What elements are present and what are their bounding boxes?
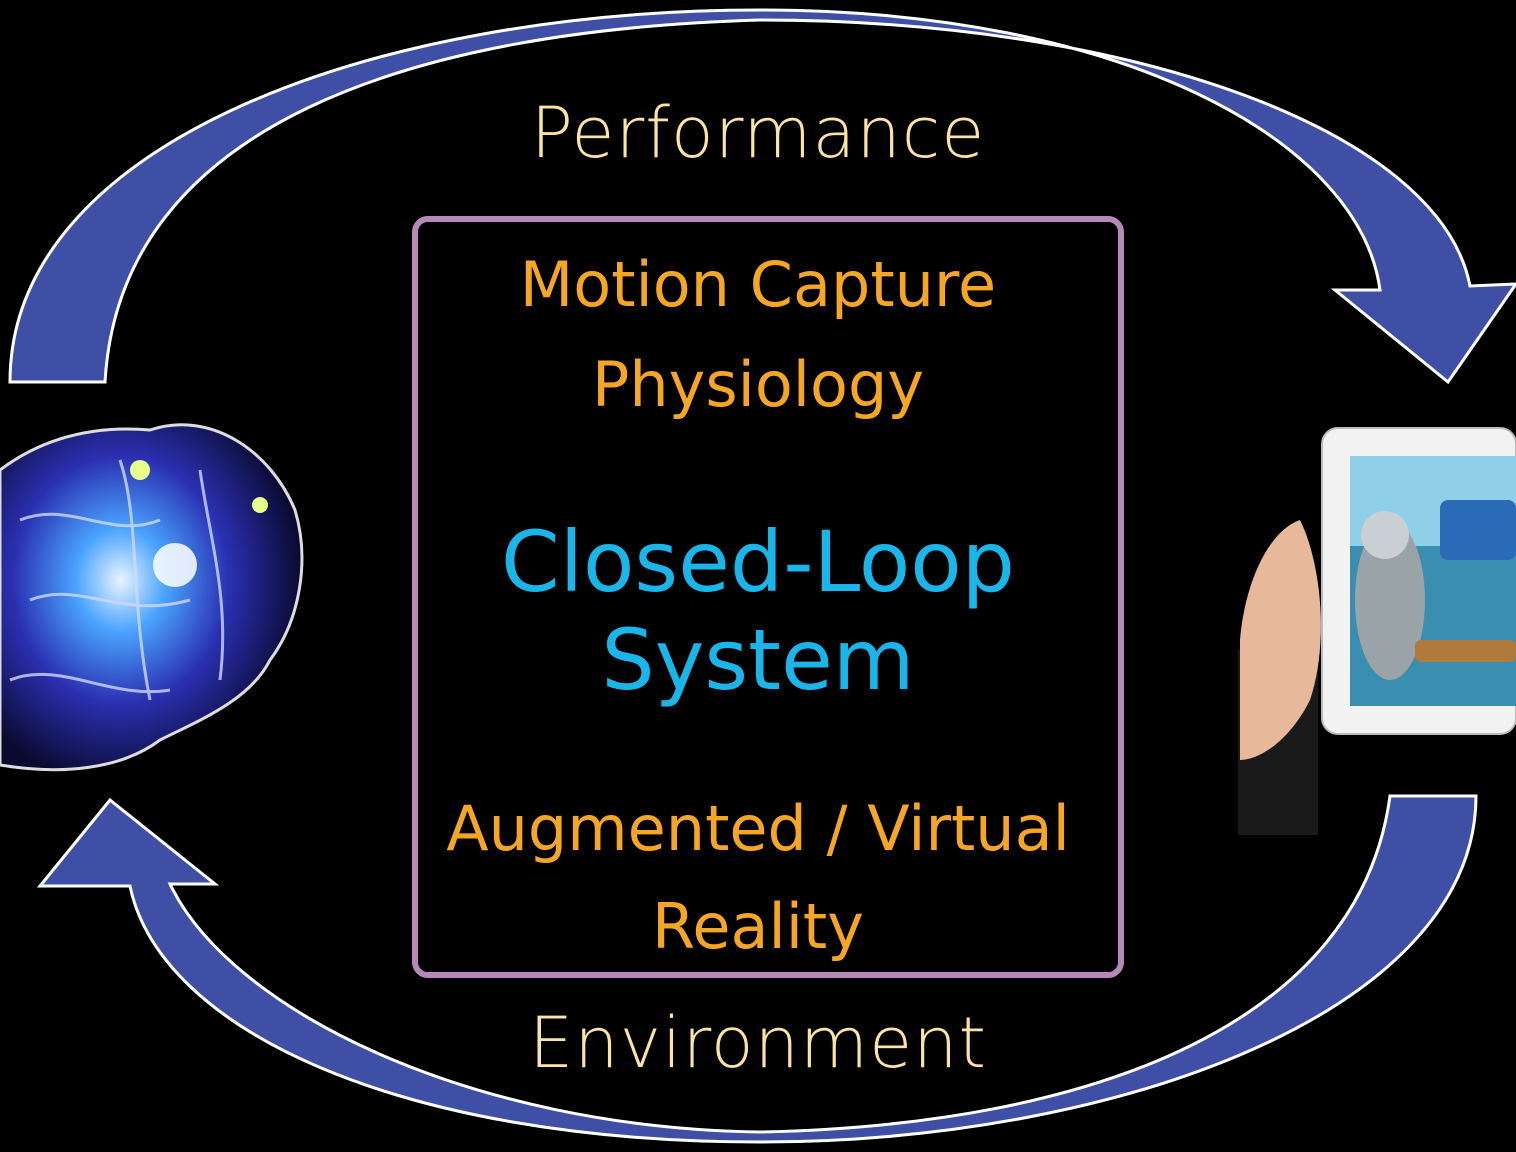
environment-label: Environment — [529, 1002, 987, 1084]
brain-image — [0, 423, 304, 772]
performance-label: Performance — [530, 92, 986, 174]
closed-loop-box — [412, 216, 1124, 978]
center-title-line1: Closed-Loop — [501, 513, 1015, 611]
center-title-line2: System — [601, 611, 915, 709]
physiology-label: Physiology — [591, 348, 925, 421]
tablet-game-image — [1238, 427, 1516, 835]
augmented-virtual-label: Augmented / Virtual — [446, 792, 1070, 865]
top-loop-arrow — [8, 8, 1516, 385]
bottom-loop-arrow — [36, 794, 1478, 1144]
reality-label: Reality — [652, 890, 864, 963]
motion-capture-label: Motion Capture — [519, 248, 997, 321]
